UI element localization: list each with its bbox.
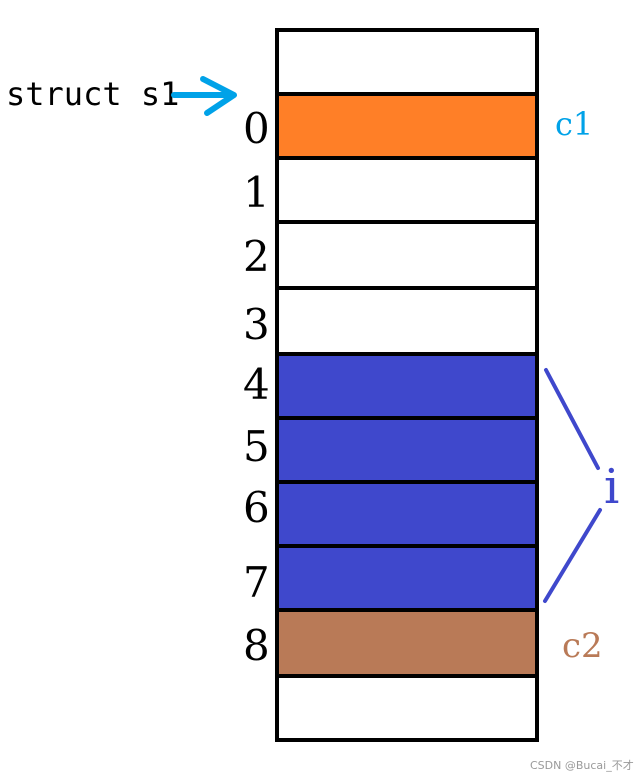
- cell-index-labels: 0 1 2 3 4 5 6 7 8: [243, 104, 270, 670]
- cell-index-label: 8: [243, 621, 270, 670]
- memory-cell-3: [275, 286, 539, 356]
- c2-label: c2: [562, 626, 603, 666]
- memory-cells: [275, 28, 539, 742]
- memory-cell-5: [275, 416, 539, 484]
- cell-index-label: 5: [243, 422, 270, 471]
- memory-cell-top-empty: [275, 28, 539, 96]
- memory-cell-bottom-empty: [275, 674, 539, 742]
- csdn-watermark: CSDN @Bucai_不才: [530, 758, 634, 772]
- memory-cell-0: [275, 92, 539, 160]
- cell-index-label: 1: [243, 168, 270, 217]
- i-label: i: [604, 459, 619, 515]
- memory-cell-6: [275, 480, 539, 548]
- cell-index-label: 2: [243, 232, 270, 281]
- cell-index-label: 7: [243, 558, 270, 607]
- pointer-arrow-icon: [171, 76, 237, 116]
- cell-index-label: 3: [243, 300, 270, 349]
- c1-label: c1: [555, 105, 593, 143]
- memory-cell-7: [275, 544, 539, 612]
- i-bracket: [543, 368, 602, 603]
- memory-cell-2: [275, 220, 539, 290]
- memory-cell-8: [275, 608, 539, 678]
- cell-index-label: 4: [243, 360, 270, 409]
- memory-cell-4: [275, 352, 539, 420]
- cell-index-label: 0: [243, 104, 270, 153]
- struct-s1-label: struct s1: [6, 75, 179, 113]
- memory-cell-1: [275, 156, 539, 224]
- cell-index-label: 6: [243, 483, 270, 532]
